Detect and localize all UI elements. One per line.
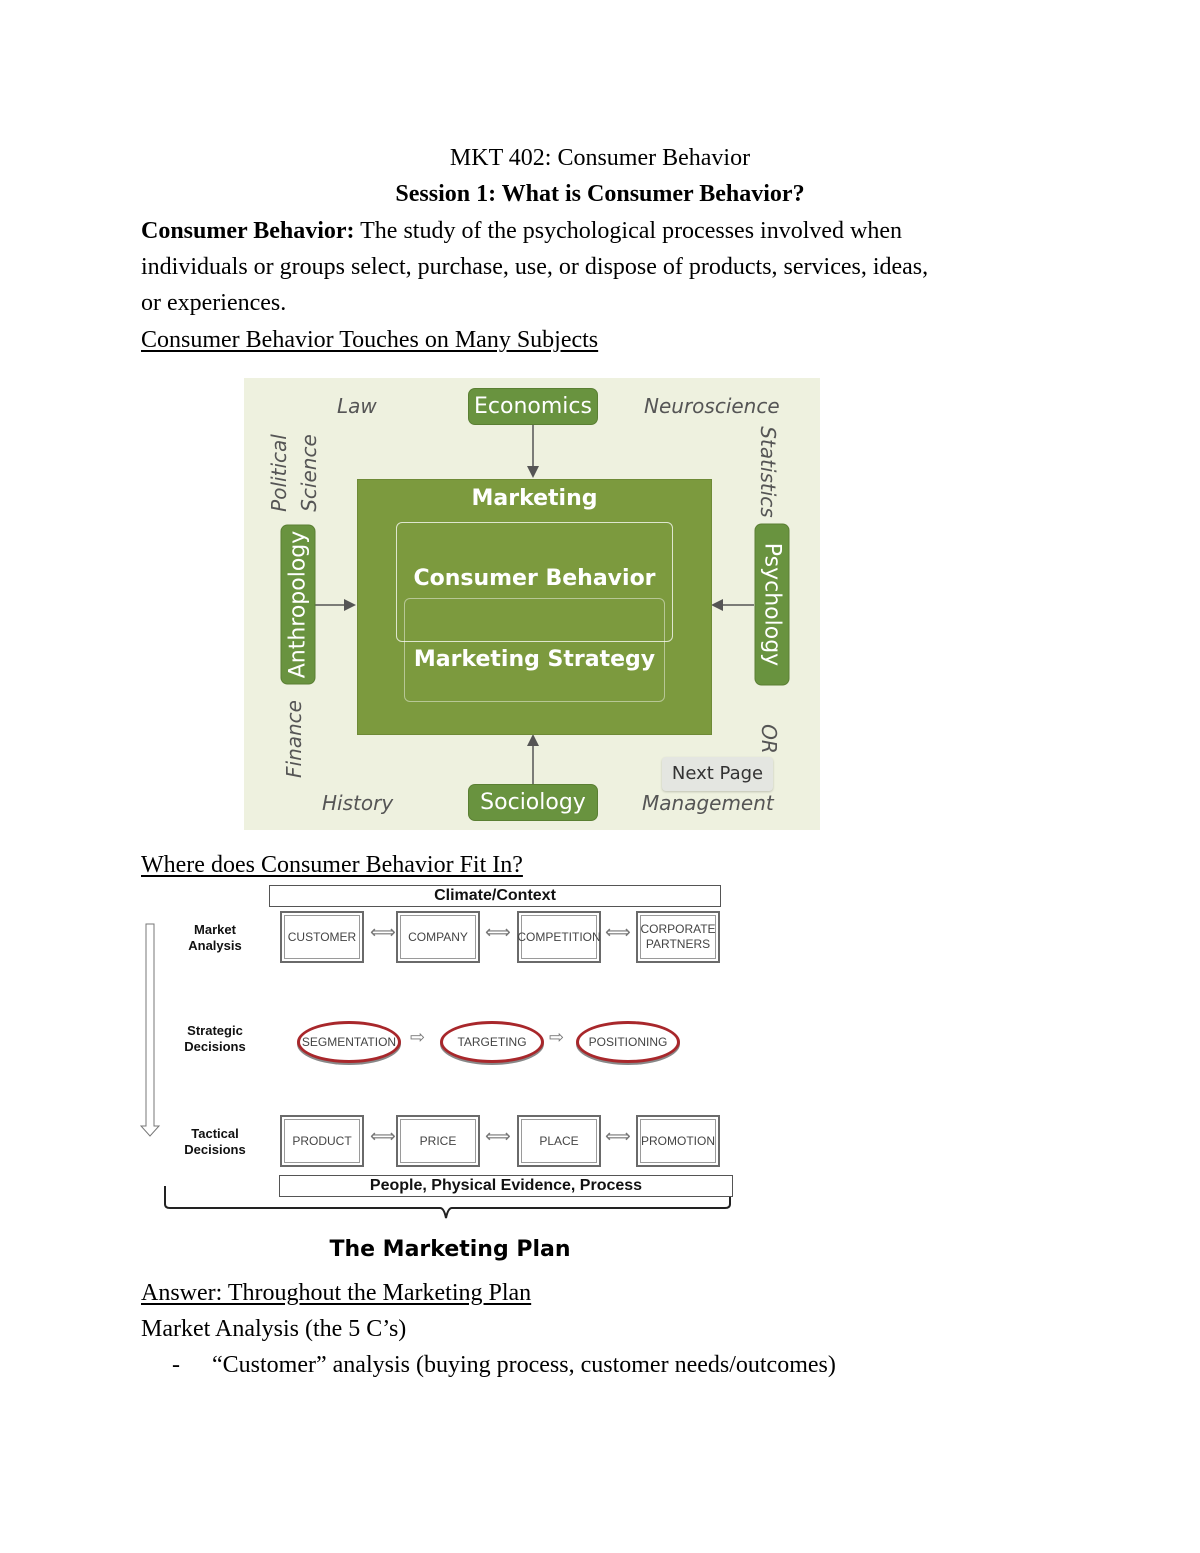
definition-term: Consumer Behavior:	[141, 218, 355, 244]
bullet-item: “Customer” analysis (buying process, cus…	[212, 1352, 836, 1378]
answer-heading: Answer: Throughout the Marketing Plan	[141, 1280, 532, 1306]
sociology-pill: Sociology	[469, 785, 597, 820]
next-page-button[interactable]: Next Page	[662, 757, 773, 791]
climate-context-bar: Climate/Context	[269, 885, 721, 907]
segmentation-oval: SEGMENTATION	[297, 1021, 401, 1063]
subjects-diagram: Economics Sociology Anthropology Psychol…	[244, 378, 820, 830]
right-arrow-icon: ⇨	[549, 1027, 565, 1047]
marketing-box: Marketing Consumer Behavior Marketing St…	[357, 479, 712, 735]
plan-lines	[140, 923, 731, 1219]
anthropology-pill: Anthropology	[281, 525, 315, 684]
section-heading-subjects: Consumer Behavior Touches on Many Subjec…	[141, 327, 599, 353]
psychology-pill: Psychology	[755, 524, 789, 685]
label-statistics: Statistics	[756, 426, 780, 518]
promotion-box: PROMOTION	[636, 1115, 720, 1167]
bracket	[164, 1186, 731, 1219]
definition-line-2: individuals or groups select, purchase, …	[141, 254, 929, 280]
course-title: MKT 402: Consumer Behavior	[449, 145, 751, 171]
label-law: Law	[337, 394, 377, 418]
corporate-partners-box: CORPORATE PARTNERS	[636, 911, 720, 963]
economics-pill: Economics	[469, 389, 597, 424]
diagram-arrows	[312, 424, 754, 784]
label-management: Management	[642, 791, 774, 815]
definition-text-1: The study of the psychological processes…	[354, 218, 903, 244]
company-box: COMPANY	[396, 911, 480, 963]
consumer-behavior-label: Consumer Behavior	[413, 566, 656, 591]
label-finance: Finance	[282, 700, 306, 778]
market-analysis-heading: Market Analysis (the 5 C’s)	[141, 1316, 407, 1342]
exchange-arrow-icon: ⟺	[605, 1126, 631, 1146]
label-or: OR	[757, 724, 781, 754]
exchange-arrow-icon: ⟺	[370, 922, 396, 942]
definition-line-3: or experiences.	[141, 290, 287, 316]
bullet-marker: -	[172, 1352, 180, 1378]
exchange-arrow-icon: ⟺	[485, 922, 511, 942]
session-title: Session 1: What is Consumer Behavior?	[395, 181, 805, 207]
price-box: PRICE	[396, 1115, 480, 1167]
targeting-oval: TARGETING	[440, 1021, 544, 1063]
label-history: History	[322, 791, 394, 815]
definition-line-1: Consumer Behavior: The study of the psyc…	[141, 213, 902, 249]
positioning-oval: POSITIONING	[576, 1021, 680, 1063]
exchange-arrow-icon: ⟺	[485, 1126, 511, 1146]
place-box: PLACE	[517, 1115, 601, 1167]
people-process-bar: People, Physical Evidence, Process	[279, 1175, 733, 1197]
competition-box: COMPETITION	[517, 911, 601, 963]
right-arrow-icon: ⇨	[410, 1027, 426, 1047]
customer-box: CUSTOMER	[280, 911, 364, 963]
section-heading-fit: Where does Consumer Behavior Fit In?	[141, 852, 523, 878]
marketing-label: Marketing	[471, 486, 598, 511]
label-neuroscience: Neuroscience	[644, 394, 780, 418]
consumer-behavior-box	[396, 522, 673, 642]
label-political: Political	[267, 434, 291, 512]
down-arrow-icon	[140, 923, 161, 1137]
marketing-strategy-label: Marketing Strategy	[413, 647, 656, 672]
exchange-arrow-icon: ⟺	[370, 1126, 396, 1146]
marketing-plan-label: The Marketing Plan	[329, 1237, 571, 1262]
label-science: Science	[297, 434, 321, 512]
product-box: PRODUCT	[280, 1115, 364, 1167]
exchange-arrow-icon: ⟺	[605, 922, 631, 942]
marketing-strategy-box	[404, 598, 665, 702]
